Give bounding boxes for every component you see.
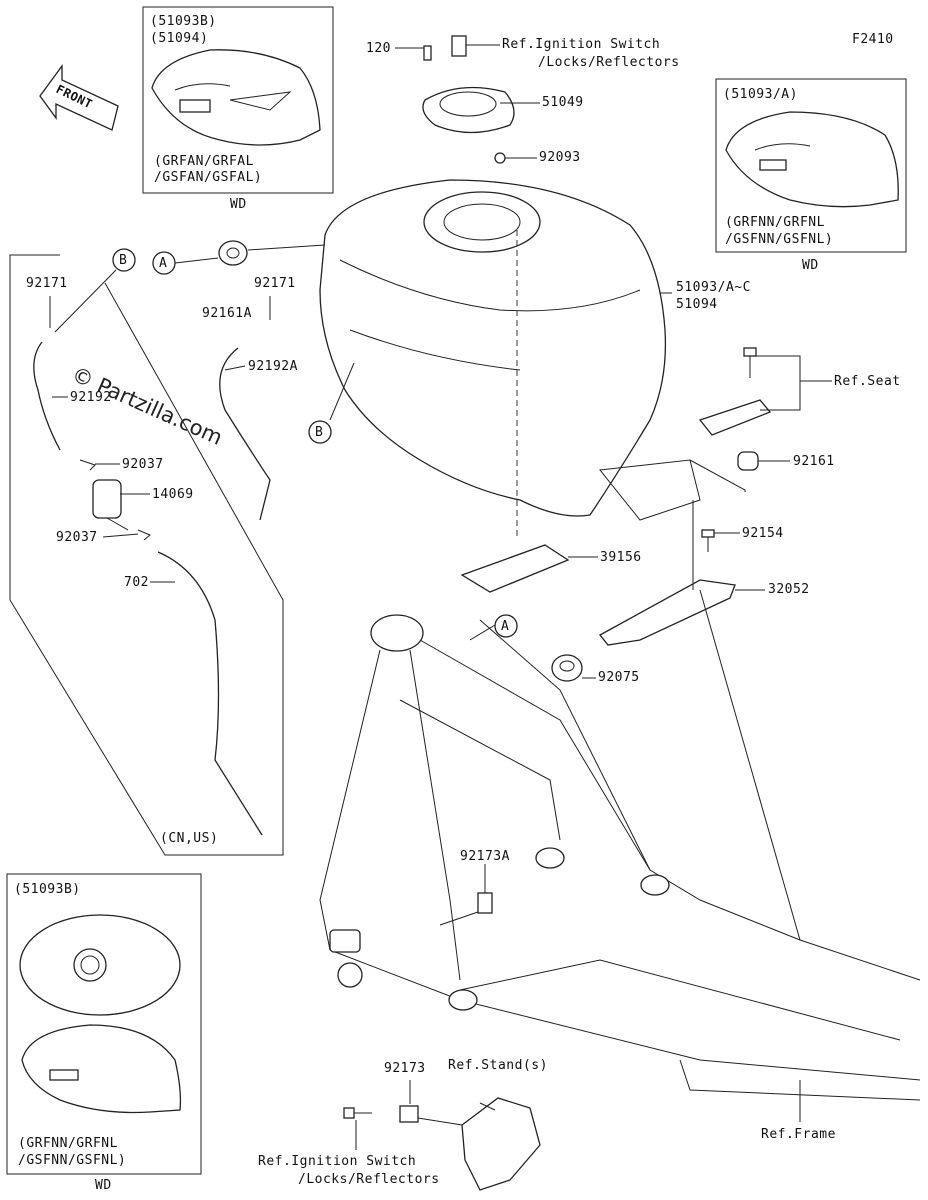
damper-rubber-92161A [218, 240, 248, 266]
callout-b-tank: B [315, 425, 324, 440]
label-ref-ignition-bottom: Ref.Ignition Switch [258, 1154, 417, 1169]
hose-92192A [219, 347, 271, 521]
label-39156: 39156 [600, 550, 642, 565]
bracket-32052 [599, 579, 736, 646]
collar-92173A [477, 892, 493, 914]
label-92037-bottom: 92037 [56, 530, 98, 545]
hose-702 [157, 551, 263, 836]
inset-top-left-code-2: (51094) [150, 31, 209, 46]
label-51094: 51094 [676, 297, 718, 312]
label-702: 702 [124, 575, 149, 590]
callout-circle-b-tank [308, 420, 332, 444]
label-92192A: 92192A [248, 359, 298, 374]
clamp-92037-bottom [137, 529, 151, 541]
inset-box-bottom-left [6, 873, 202, 1175]
damper-rubber-92161 [737, 451, 759, 471]
pad-39156 [460, 544, 570, 593]
label-ref-ignition-bottom-2: /Locks/Reflectors [298, 1172, 440, 1187]
label-ref-ignition-top: Ref.Ignition Switch [502, 37, 661, 52]
label-ref-seat: Ref.Seat [834, 374, 901, 389]
label-ref-ignition-top-2: /Locks/Reflectors [538, 55, 680, 70]
filler-cap [422, 35, 515, 164]
inset-top-left-region: WD [230, 197, 247, 212]
label-92171-mid: 92171 [254, 276, 296, 291]
tank-thumbnail-top-left [151, 49, 321, 146]
clamp-92037-top [79, 459, 96, 471]
label-92173A: 92173A [460, 849, 510, 864]
label-92075: 92075 [598, 670, 640, 685]
label-51049: 51049 [542, 95, 584, 110]
label-ref-stand: Ref.Stand(s) [448, 1058, 548, 1073]
inset-top-left-code-1: (51093B) [150, 14, 217, 29]
inset-top-right-models-1: (GRFNN/GRFNL [725, 215, 825, 230]
label-92037-top: 92037 [122, 457, 164, 472]
inset-box-top-left [142, 6, 334, 194]
hose-group-outline [9, 254, 284, 856]
inset-bottom-left-region: WD [95, 1178, 112, 1193]
bolt-92154 [701, 529, 715, 552]
fuel-filter-14069 [92, 479, 129, 531]
stand-bracket [461, 1097, 541, 1191]
label-92161A: 92161A [202, 306, 252, 321]
label-92173: 92173 [384, 1061, 426, 1076]
hose-92192 [33, 341, 61, 451]
inset-box-top-right [715, 78, 907, 253]
label-120: 120 [366, 41, 391, 56]
damper-rubber-92075 [551, 654, 583, 682]
inset-bottom-left-code-1: (51093B) [14, 882, 81, 897]
seat-bolt [743, 347, 757, 378]
inset-top-right-region: WD [802, 258, 819, 273]
seat-bracket-plate [698, 399, 772, 436]
callout-circle-b-top [112, 248, 136, 272]
callout-circle-a-frame [494, 614, 518, 638]
inset-bottom-left-models-1: (GRFNN/GRFNL [18, 1136, 118, 1151]
leader-lines [49, 44, 832, 1150]
label-51093: 51093/A~C [676, 280, 751, 295]
label-92093: 92093 [539, 150, 581, 165]
collar-92173 [399, 1105, 419, 1123]
inset-bottom-left-models-2: /GSFNN/GSFNL) [18, 1153, 127, 1168]
label-92154: 92154 [742, 526, 784, 541]
bolt-bottom [343, 1107, 372, 1119]
inset-top-left-models-1: (GRFAN/GRFAL [154, 154, 254, 169]
hose-group-region: (CN,US) [160, 831, 219, 846]
inset-top-left-models-2: /GSFAN/GSFAL) [154, 170, 263, 185]
tank-thumbnail-bottom-left-bottom [21, 1024, 182, 1114]
front-arrow-icon [39, 64, 119, 131]
label-92192: 92192 [70, 390, 112, 405]
inset-top-right-models-2: /GSFNN/GSFNL) [725, 232, 834, 247]
diagram-code: F2410 [852, 32, 894, 47]
callout-a-frame: A [501, 619, 510, 634]
label-ref-frame: Ref.Frame [761, 1127, 836, 1142]
frame [319, 614, 921, 1101]
label-32052: 32052 [768, 582, 810, 597]
tank-thumbnail-bottom-left-top [19, 914, 181, 1016]
callout-circle-a-top [152, 251, 176, 275]
label-92171-left: 92171 [26, 276, 68, 291]
label-92161: 92161 [793, 454, 835, 469]
callout-b-top: B [119, 253, 128, 268]
callout-a-top: A [159, 256, 168, 271]
label-14069: 14069 [152, 487, 194, 502]
fuel-tank [319, 179, 701, 540]
tank-thumbnail-top-right [725, 111, 899, 208]
inset-top-right-code-1: (51093/A) [723, 87, 798, 102]
